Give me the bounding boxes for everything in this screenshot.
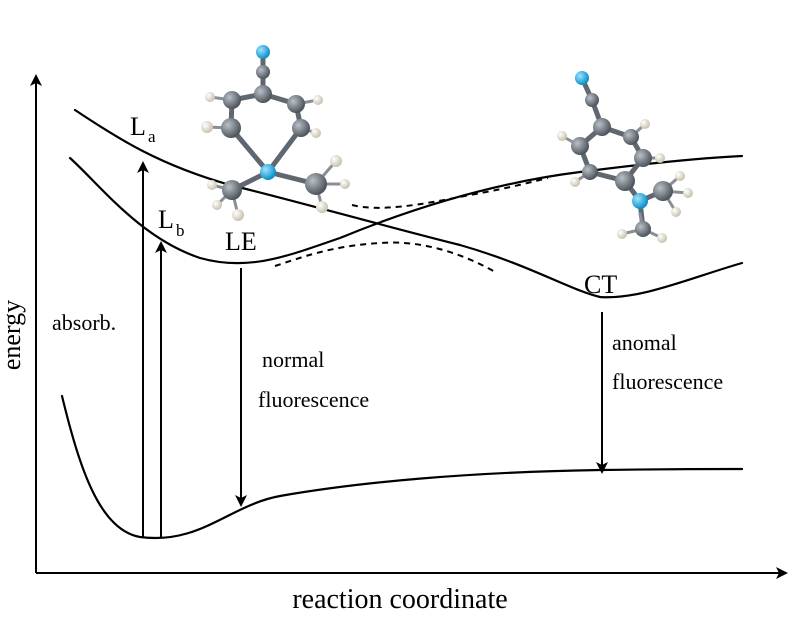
y-axis-label: energy xyxy=(0,300,26,370)
la-label: L a xyxy=(130,112,156,146)
normal-fluorescence-label-2: fluorescence xyxy=(258,387,369,412)
ct-label: CT xyxy=(584,270,617,299)
svg-text:a: a xyxy=(148,127,156,146)
anomal-fluorescence-label-1: anomal xyxy=(612,330,677,355)
svg-text:L: L xyxy=(158,205,174,234)
absorption-label: absorb. xyxy=(52,310,116,335)
ground-state-curve xyxy=(60,394,744,540)
lb-label: L b xyxy=(158,205,185,240)
avoided-crossing-lower xyxy=(274,241,498,274)
avoided-crossing-upper xyxy=(351,177,549,209)
le-label: LE xyxy=(225,227,257,256)
x-axis-label: reaction coordinate xyxy=(292,584,507,615)
lb-curve xyxy=(68,154,744,265)
svg-text:b: b xyxy=(176,221,185,240)
svg-text:L: L xyxy=(130,112,146,141)
anomal-fluorescence-label-2: fluorescence xyxy=(612,369,723,394)
molecule-le-image xyxy=(201,45,350,221)
normal-fluorescence-label-1: normal xyxy=(262,347,324,372)
la-curve xyxy=(73,108,744,299)
molecule-ct-image xyxy=(557,71,693,243)
